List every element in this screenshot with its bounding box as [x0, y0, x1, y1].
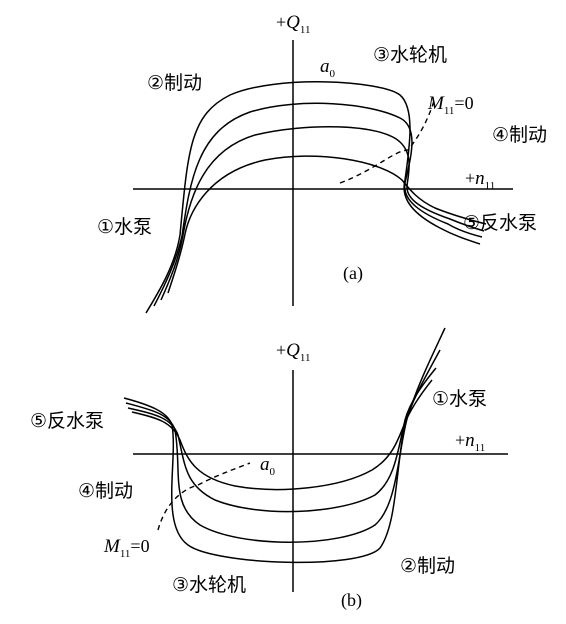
panel-a-region-braking-left: ②制动: [147, 72, 202, 94]
panel-a: +Q11 +n11 a0 M11=0 ①水泵 ②制动 ③水轮机 ④制动 ⑤反水泵…: [97, 12, 547, 314]
panel-a-region-braking-right: ④制动: [492, 124, 547, 146]
panel-b-m11-zero-line: [157, 462, 251, 531]
panel-b-curve-4: [131, 379, 433, 491]
panel-a-region-pump: ①水泵: [97, 216, 152, 238]
panel-b-m11-label: M11=0: [103, 536, 150, 560]
panel-a-region-reverse-pump: ⑤反水泵: [463, 212, 537, 234]
panel-a-curve-1: [145, 81, 481, 314]
panel-a-curve-3: [160, 125, 485, 301]
panel-b-region-turbine: ③水轮机: [172, 574, 246, 596]
panel-b-region-braking-left: ④制动: [78, 480, 133, 502]
panel-b-region-pump: ①水泵: [432, 388, 487, 410]
panel-b: +Q11 +n11 a0 M11=0 ①水泵 ②制动 ③水轮机 ④制动 ⑤反水泵…: [30, 327, 508, 611]
panel-a-y-axis-label: +Q11: [276, 12, 310, 36]
panel-b-caption: (b): [341, 590, 362, 611]
panel-b-a0-label: a0: [260, 454, 276, 478]
panel-b-region-reverse-pump: ⑤反水泵: [30, 410, 104, 432]
panel-a-m11-zero-line: [339, 97, 436, 184]
panel-b-region-braking-right: ②制动: [400, 555, 455, 577]
panel-a-curve-4: [167, 155, 487, 294]
panel-a-region-turbine: ③水轮机: [373, 44, 447, 66]
panel-a-m11-label: M11=0: [427, 93, 474, 117]
panel-b-y-axis-label: +Q11: [276, 340, 310, 364]
panel-b-curve-1: [123, 327, 446, 564]
panel-a-a0-label: a0: [320, 56, 336, 80]
panel-a-x-axis-label: +n11: [465, 168, 495, 192]
panel-a-caption: (a): [343, 263, 363, 284]
panel-a-curve-2: [153, 102, 483, 307]
panel-b-x-axis-label: +n11: [455, 430, 485, 454]
